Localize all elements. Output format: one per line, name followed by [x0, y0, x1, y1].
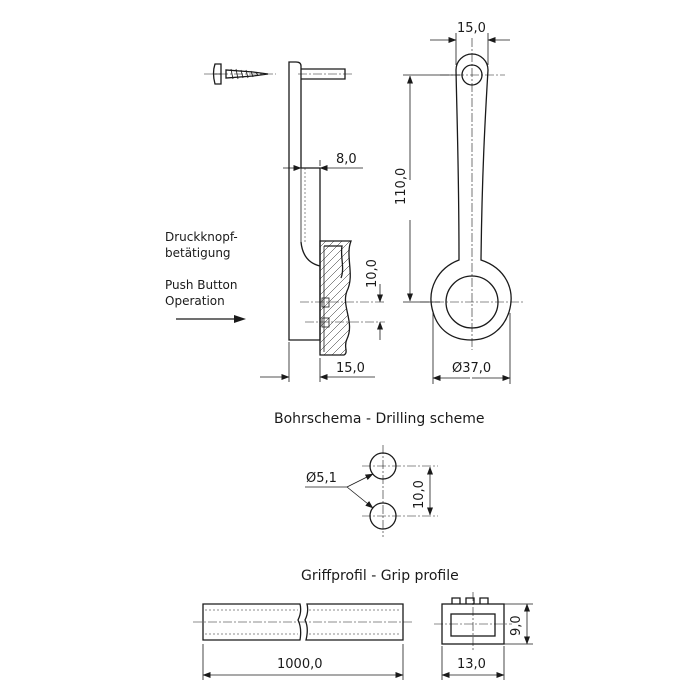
drilling-scheme: Bohrschema - Drilling scheme Ø5,1 10,0 — [274, 411, 484, 537]
dim-length: 110,0 — [394, 168, 409, 205]
label-push-button-de-2: betätigung — [165, 246, 231, 260]
dim-profile-length: 1000,0 — [277, 657, 323, 672]
drilling-scheme-title: Bohrschema - Drilling scheme — [274, 411, 484, 427]
dim-offset: 8,0 — [336, 152, 357, 167]
grip-profile: Griffprofil - Grip profile 1000,0 9,0 — [193, 568, 533, 680]
dim-hole-spacing: 10,0 — [412, 480, 427, 509]
side-view: Druckknopf- betätigung Push Button Opera… — [165, 61, 385, 382]
dim-depth: 15,0 — [336, 361, 365, 376]
dim-profile-width: 13,0 — [457, 657, 486, 672]
dim-hole-diameter: Ø5,1 — [306, 471, 337, 486]
grip-profile-title: Griffprofil - Grip profile — [301, 568, 459, 584]
front-view: 15,0 110,0 Ø37,0 — [394, 21, 525, 384]
screw-icon — [204, 63, 276, 85]
label-push-button-en-2: Operation — [165, 294, 225, 308]
dim-profile-height: 9,0 — [509, 615, 524, 636]
push-direction-arrow-icon — [176, 315, 246, 323]
dim-top-width: 15,0 — [457, 21, 486, 36]
profile-cross-section — [434, 592, 512, 652]
label-push-button-de-1: Druckknopf- — [165, 230, 238, 244]
dim-pitch: 10,0 — [365, 259, 380, 288]
dim-ring-diameter: Ø37,0 — [452, 361, 491, 376]
label-push-button-en-1: Push Button — [165, 278, 238, 292]
